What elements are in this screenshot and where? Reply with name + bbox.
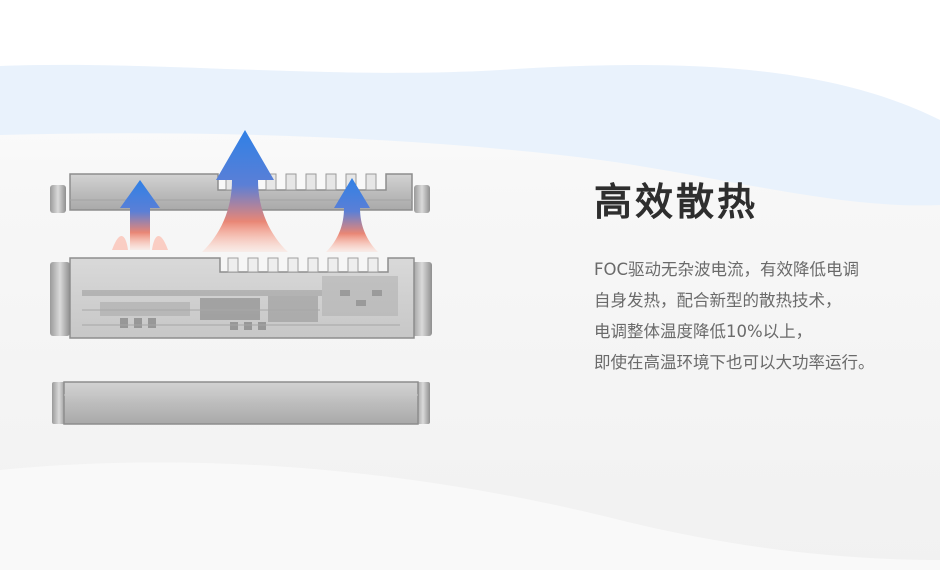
feature-title: 高效散热	[594, 180, 759, 224]
center-heat-arrow	[202, 130, 288, 252]
feature-description: FOC驱动无杂波电流，有效降低电调 自身发热，配合新型的散热技术， 电调整体温度…	[594, 254, 924, 378]
circuit-board-module	[50, 257, 432, 339]
feature-text-block: 高效散热 FOC驱动无杂波电流，有效降低电调 自身发热，配合新型的散热技术， 电…	[594, 176, 924, 378]
right-heat-arrow	[326, 178, 378, 252]
description-line: 自身发热，配合新型的散热技术，	[594, 291, 842, 310]
bottom-housing-plate	[52, 381, 430, 425]
description-line: 即使在高温环境下也可以大功率运行。	[594, 353, 875, 372]
description-line: 电调整体温度降低10%以上，	[594, 322, 813, 341]
left-heat-arrow	[112, 180, 168, 250]
description-line: FOC驱动无杂波电流，有效降低电调	[594, 260, 859, 279]
